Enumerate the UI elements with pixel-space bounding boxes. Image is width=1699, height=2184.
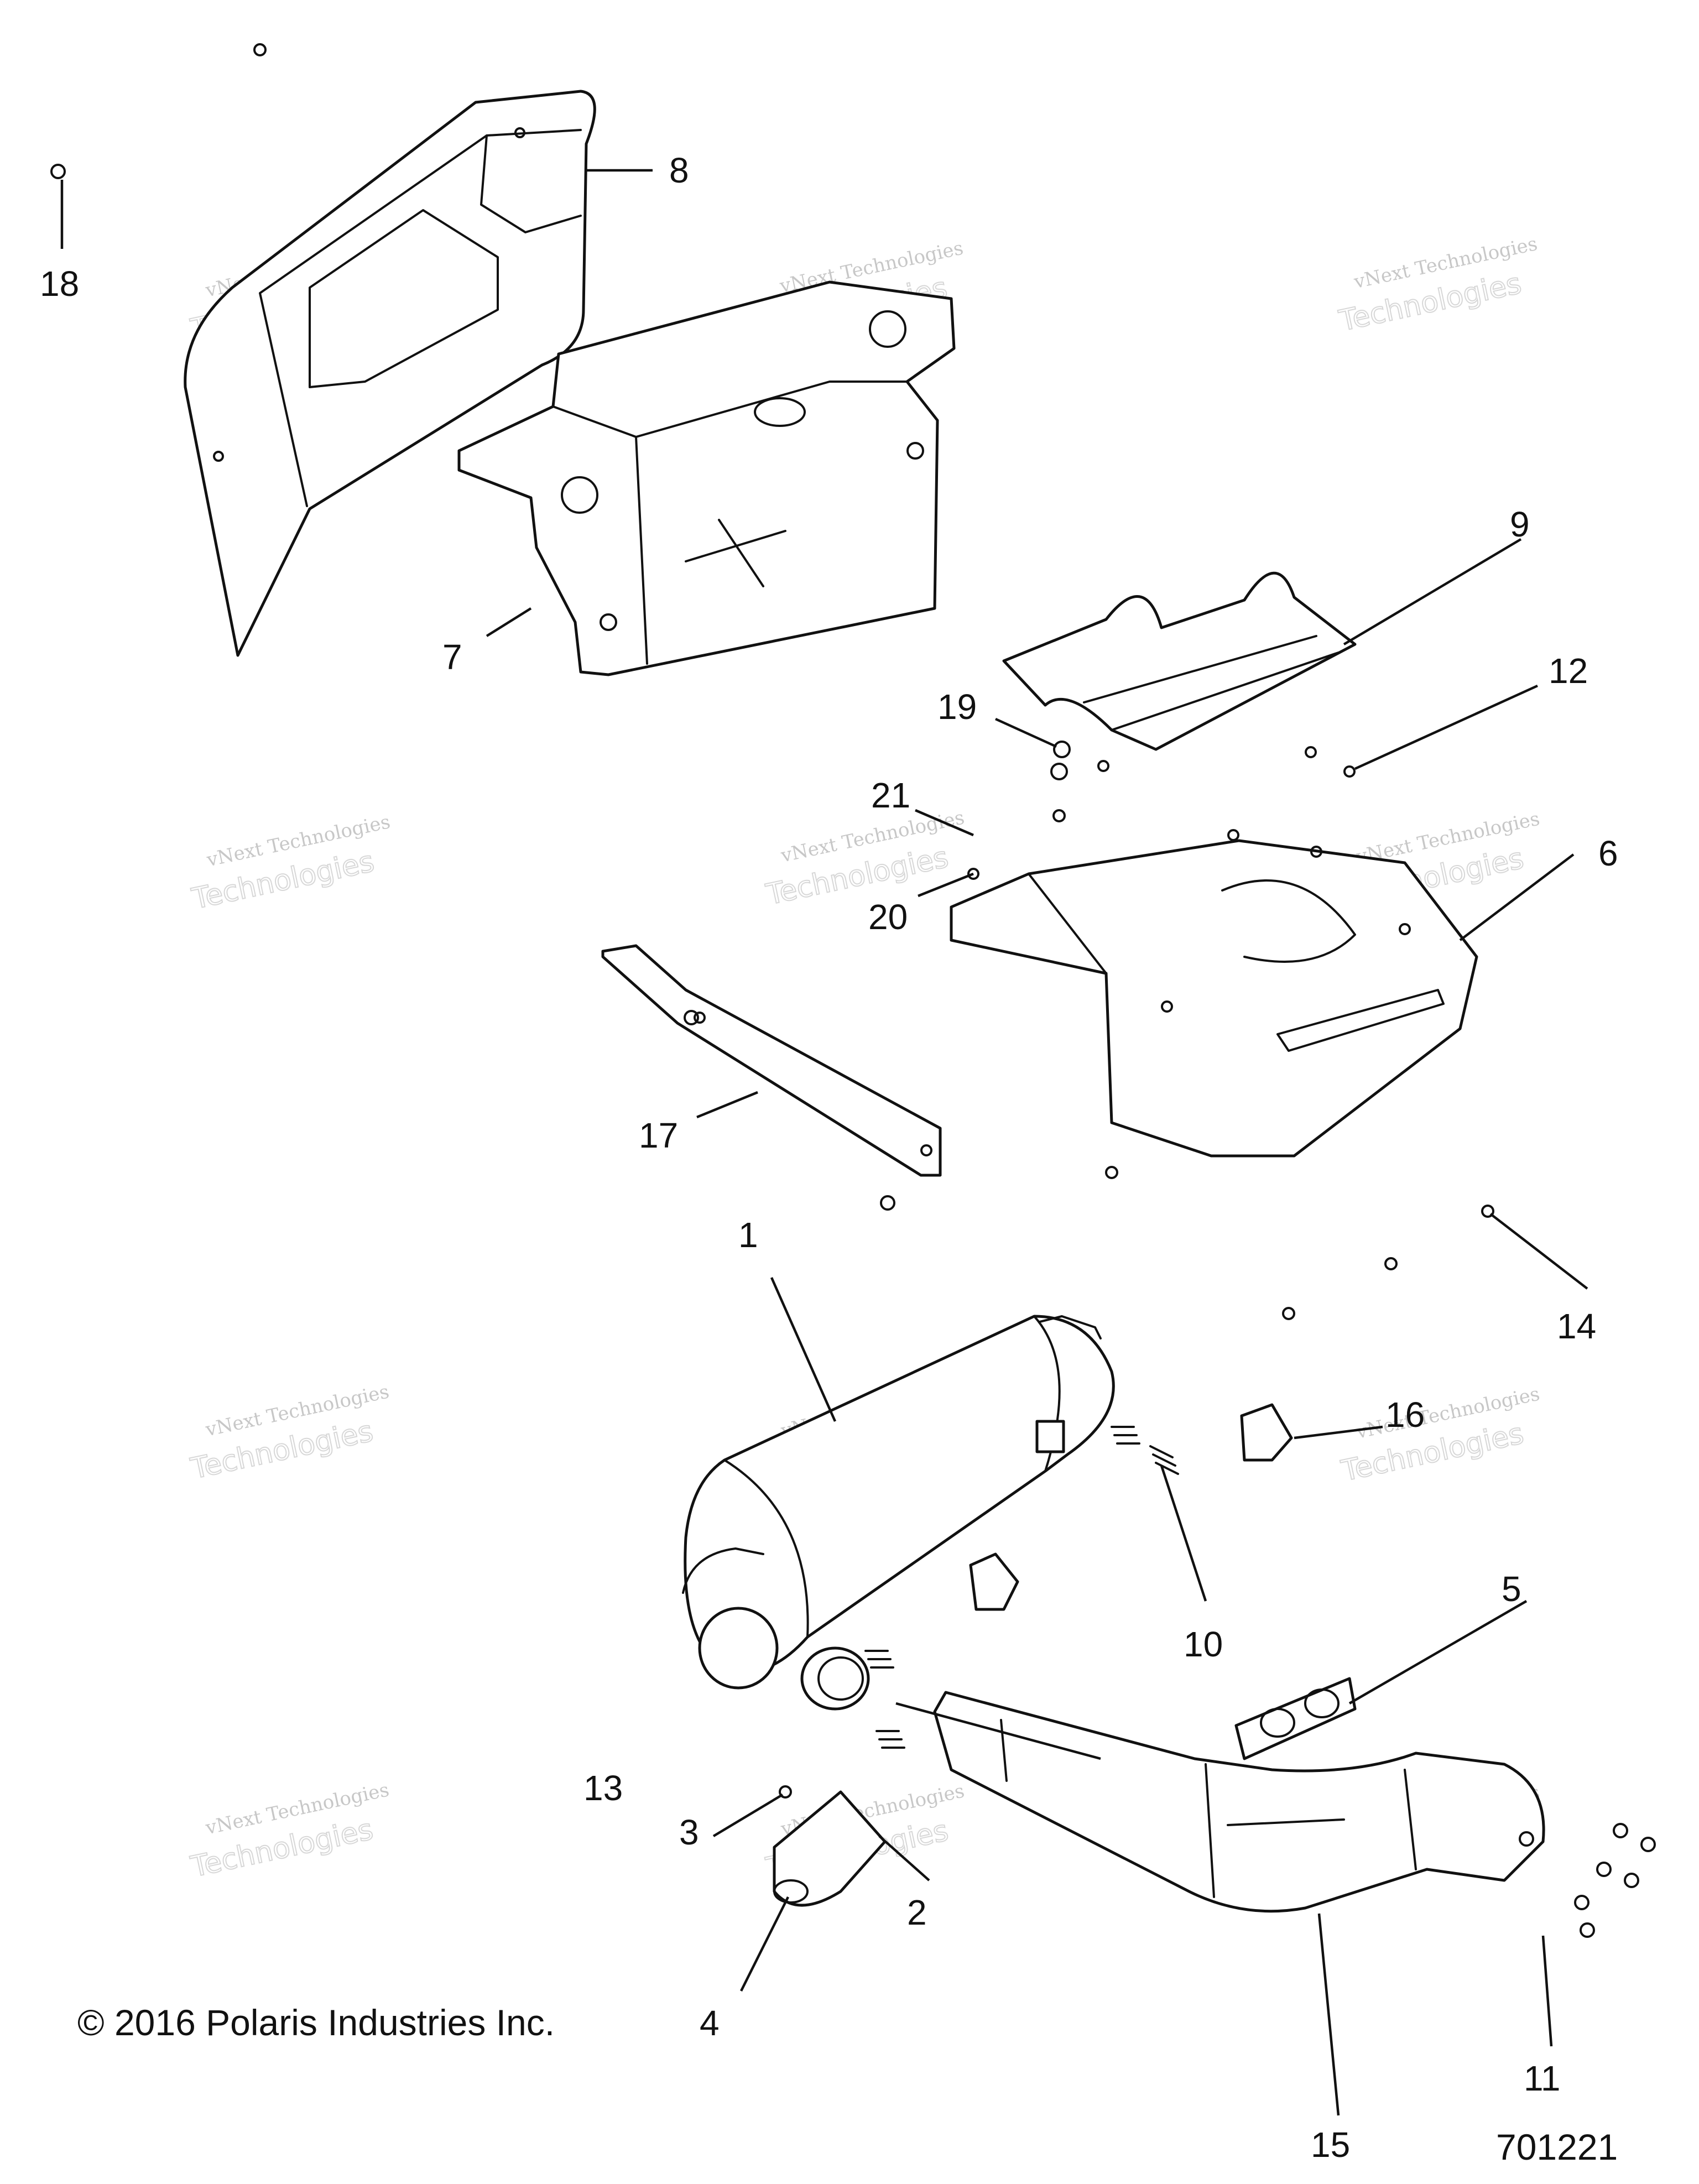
clamp-ring-part: [800, 1646, 870, 1711]
watermark: vNext Technologies Technologies: [187, 1779, 392, 1884]
callout-label: 17: [639, 1116, 678, 1155]
bracket-strip-part: [601, 944, 942, 1177]
callout-label: 6: [1598, 833, 1618, 873]
callout-label: 19: [937, 687, 977, 727]
leader-line-group: [60, 169, 1588, 2116]
callout-label: 7: [442, 637, 462, 677]
callout-label: 9: [1510, 504, 1530, 544]
callout-label: 11: [1524, 2058, 1560, 2098]
spring-part: [1111, 1426, 1140, 1445]
corrugated-shield-part: [1002, 571, 1357, 751]
spring-part: [864, 1650, 894, 1669]
fastener-group: [50, 43, 1656, 1938]
rubber-mount-part: [1240, 1403, 1293, 1462]
copyright-text: © 2016 Polaris Industries Inc.: [77, 2002, 555, 2043]
watermark: vNext Technologies Technologies: [1338, 1383, 1542, 1488]
heat-shield-upper-part: [184, 90, 596, 657]
callout-label: 8: [669, 150, 689, 190]
callout-label: 21: [871, 775, 910, 815]
callout-label: 20: [868, 897, 908, 937]
callout-label: 10: [1184, 1624, 1223, 1664]
head-pipe-part: [933, 1691, 1545, 1913]
callout-label: 13: [583, 1768, 623, 1808]
callout-label: 5: [1502, 1569, 1521, 1609]
rubber-mount-part: [969, 1552, 1019, 1611]
tail-tip-part: [773, 1790, 887, 1907]
callout-label: 18: [40, 264, 79, 304]
gasket-part: [1234, 1677, 1357, 1760]
lower-shield-part: [950, 839, 1478, 1158]
callout-group: 1 2 3 4 5 6 7 8 9 10 11 12 13 14 15 16 1…: [40, 150, 1618, 2165]
callout-label: 2: [907, 1893, 927, 1932]
figure-number: 701221: [1496, 2126, 1618, 2167]
watermark: vNext Technologies Technologies: [187, 1380, 392, 1486]
muffler-part: [682, 1315, 1115, 1690]
watermark: vNext Technologies Technologies: [1336, 233, 1540, 338]
heat-shield-center-part: [457, 280, 956, 676]
callout-label: 4: [700, 2003, 720, 2043]
spring-part: [875, 1730, 905, 1749]
callout-label: 3: [679, 1812, 699, 1852]
callout-label: 12: [1549, 651, 1588, 691]
callout-label: 15: [1311, 2125, 1350, 2165]
callout-label: 14: [1557, 1306, 1596, 1346]
callout-label: 1: [738, 1215, 758, 1255]
watermark: vNext Technologies Technologies: [189, 811, 393, 916]
spring-part: [1149, 1445, 1179, 1475]
callout-label: 16: [1385, 1395, 1425, 1435]
